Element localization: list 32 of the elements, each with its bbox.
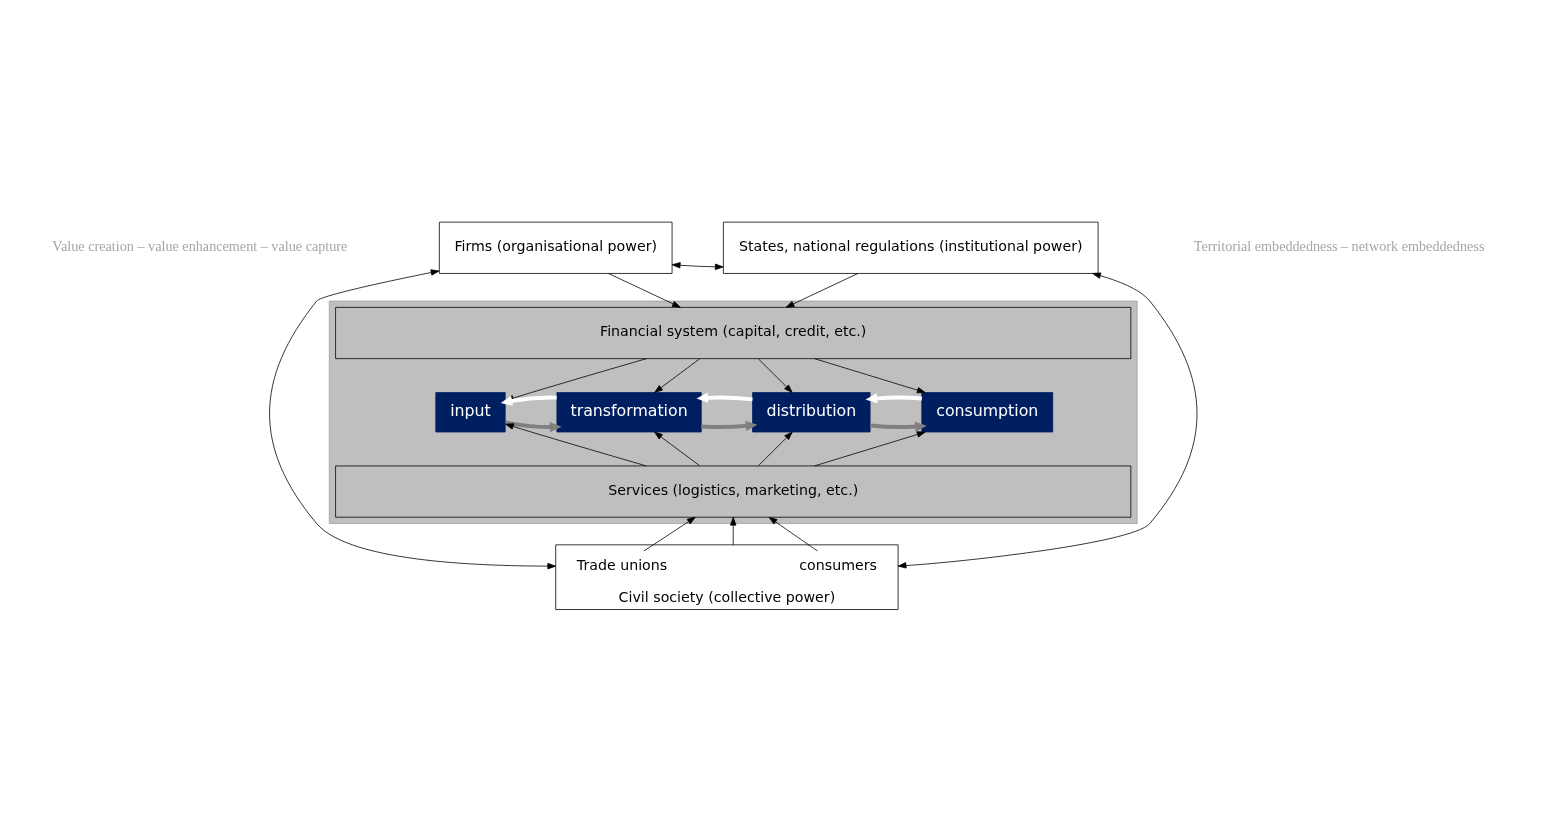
node-box: Services (logistics, marketing, etc.) xyxy=(335,465,1132,518)
arrow xyxy=(870,421,927,432)
arrow xyxy=(701,420,758,431)
arrow xyxy=(814,357,926,393)
arrow xyxy=(730,516,737,545)
arrow xyxy=(757,431,793,466)
arrow xyxy=(897,272,1198,568)
arrow xyxy=(608,272,681,308)
arrow xyxy=(785,272,859,308)
node-text: consumers xyxy=(799,556,877,573)
arrow xyxy=(768,516,818,551)
label: Territorial embeddedness – network embeddedness xyxy=(1193,237,1485,254)
arrow xyxy=(696,392,753,403)
node-box: consumption xyxy=(921,391,1054,432)
arrow xyxy=(814,430,926,466)
label: Value creation – value enhancement – value capture xyxy=(52,237,348,254)
node-box: transformation xyxy=(556,391,702,432)
arrow xyxy=(269,268,557,569)
arrow xyxy=(505,420,562,432)
arrow xyxy=(865,392,922,403)
arrow xyxy=(757,357,793,393)
node-box: distribution xyxy=(752,391,871,432)
arrow xyxy=(671,261,724,270)
node-box: Firms (organisational power) xyxy=(438,221,673,274)
arrow xyxy=(654,357,701,393)
arrow xyxy=(643,516,696,551)
arrow xyxy=(505,422,647,466)
arrow xyxy=(654,431,701,466)
node-box: States, national regulations (institutional power) xyxy=(722,221,1099,274)
node-box: Financial system (capital, credit, etc.) xyxy=(335,306,1132,359)
node-box: input xyxy=(435,391,506,432)
node-text: Trade unions xyxy=(576,556,668,573)
